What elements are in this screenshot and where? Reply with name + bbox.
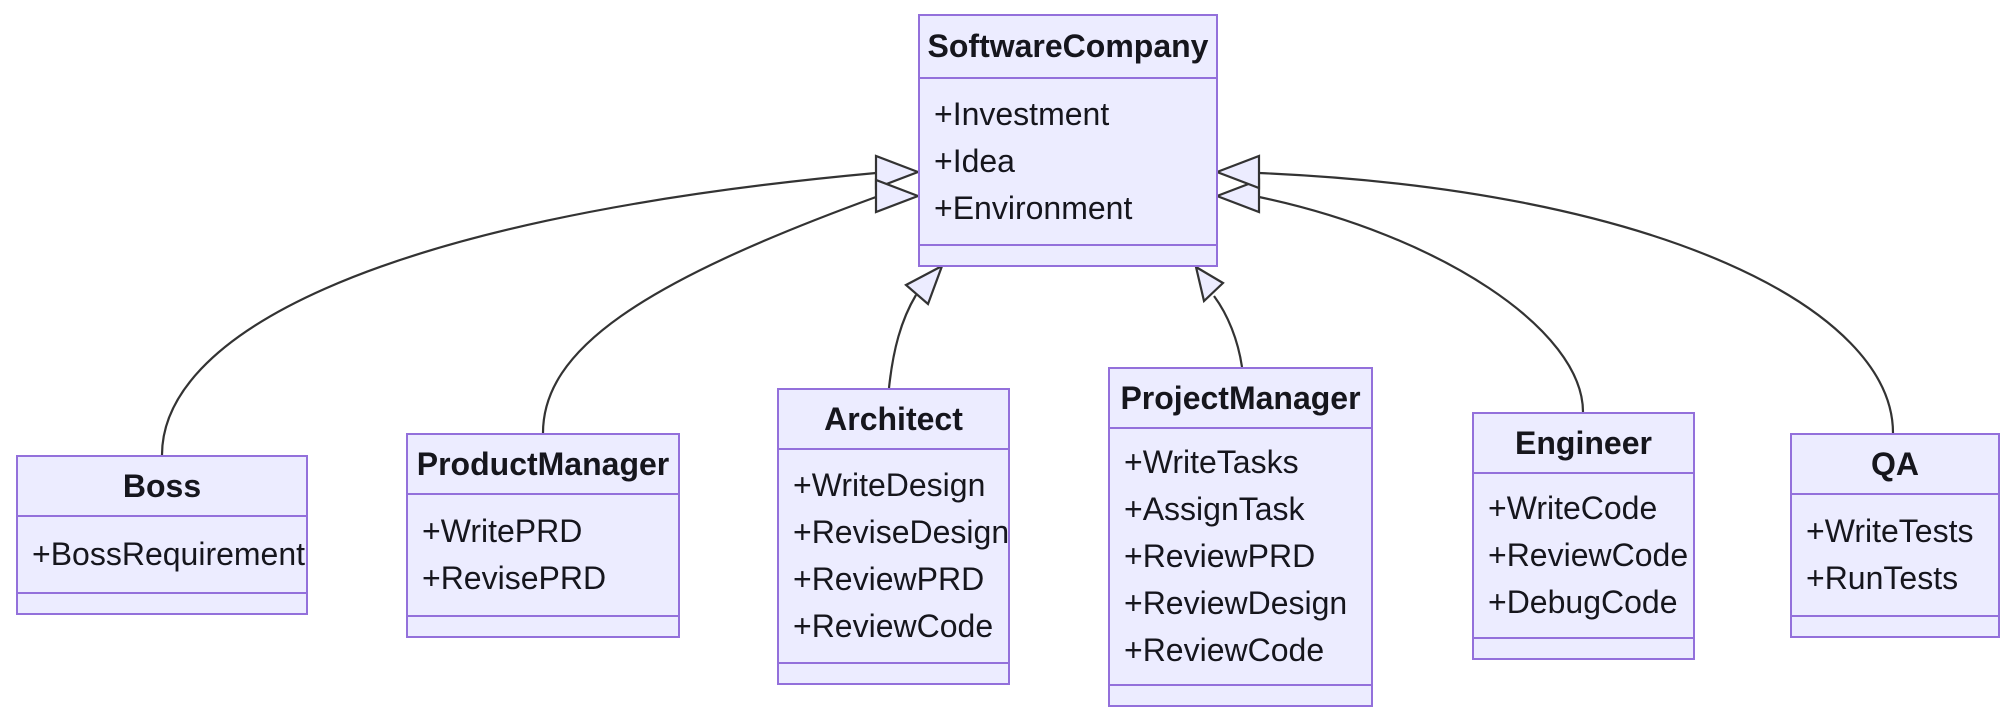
class-member: +ReviewCode	[1488, 537, 1689, 573]
class-box-boss: Boss +BossRequirement	[16, 455, 308, 615]
class-members-projectmanager: +WriteTasks +AssignTask +ReviewPRD +Revi…	[1110, 429, 1371, 684]
class-title-productmanager: ProductManager	[408, 435, 678, 495]
class-methods-empty-architect	[779, 662, 1008, 683]
edge-projectmanager-to-softwarecompany	[1213, 295, 1244, 368]
class-member: +ReviseDesign	[793, 514, 1010, 550]
class-box-softwarecompany: SoftwareCompany +Investment +Idea +Envir…	[918, 14, 1218, 267]
edge-architect-to-softwarecompany	[887, 294, 917, 389]
class-member: +ReviewDesign	[1124, 585, 1348, 621]
class-member: +WriteTasks	[1124, 444, 1299, 480]
class-title-architect: Architect	[779, 390, 1008, 450]
class-box-productmanager: ProductManager +WritePRD +RevisePRD	[406, 433, 680, 638]
inheritance-arrowhead-productmanager	[874, 178, 922, 214]
class-member: +AssignTask	[1124, 491, 1305, 527]
inheritance-arrowhead-engineer	[1213, 178, 1261, 214]
class-member: +RevisePRD	[422, 560, 607, 596]
inheritance-arrowhead-architect	[904, 263, 945, 306]
class-member: +WriteDesign	[793, 467, 986, 503]
class-member: +ReviewCode	[1124, 632, 1325, 668]
class-member: +DebugCode	[1488, 584, 1678, 620]
class-members-architect: +WriteDesign +ReviseDesign +ReviewPRD +R…	[779, 450, 1010, 662]
class-members-productmanager: +WritePRD +RevisePRD	[408, 495, 678, 615]
class-methods-empty-qa	[1792, 615, 1998, 636]
edge-engineer-to-softwarecompany	[1258, 195, 1585, 413]
inheritance-arrowhead-qa	[1213, 154, 1261, 190]
class-methods-empty-softwarecompany	[920, 244, 1216, 265]
class-member: +ReviewPRD	[1124, 538, 1316, 574]
class-title-engineer: Engineer	[1474, 414, 1693, 474]
class-members-engineer: +WriteCode +ReviewCode +DebugCode	[1474, 474, 1693, 637]
class-members-softwarecompany: +Investment +Idea +Environment	[920, 79, 1216, 244]
class-box-qa: QA +WriteTests +RunTests	[1790, 433, 2000, 638]
class-member: +Idea	[934, 143, 1015, 179]
class-methods-empty-productmanager	[408, 615, 678, 636]
edge-boss-to-softwarecompany	[160, 171, 877, 456]
class-member: +RunTests	[1806, 560, 1959, 596]
class-member: +WriteTests	[1806, 513, 1974, 549]
class-members-qa: +WriteTests +RunTests	[1792, 495, 1998, 615]
inheritance-arrowhead-boss	[874, 154, 922, 190]
edge-qa-to-softwarecompany	[1258, 171, 1895, 434]
class-title-boss: Boss	[18, 457, 306, 517]
class-title-softwarecompany: SoftwareCompany	[920, 16, 1216, 79]
edge-productmanager-to-softwarecompany	[541, 195, 877, 434]
class-member: +WriteCode	[1488, 490, 1658, 526]
class-member: +BossRequirement	[32, 536, 306, 572]
class-title-qa: QA	[1792, 435, 1998, 495]
class-methods-empty-engineer	[1474, 637, 1693, 658]
class-methods-empty-projectmanager	[1110, 684, 1371, 705]
class-member: +WritePRD	[422, 513, 583, 549]
class-member: +ReviewCode	[793, 608, 994, 644]
inheritance-arrowhead-projectmanager	[1194, 264, 1225, 304]
class-box-engineer: Engineer +WriteCode +ReviewCode +DebugCo…	[1472, 412, 1695, 660]
class-members-boss: +BossRequirement	[18, 517, 306, 592]
class-member: +Environment	[934, 190, 1133, 226]
class-title-projectmanager: ProjectManager	[1110, 369, 1371, 429]
class-box-architect: Architect +WriteDesign +ReviseDesign +Re…	[777, 388, 1010, 685]
class-member: +ReviewPRD	[793, 561, 985, 597]
class-member: +Investment	[934, 96, 1110, 132]
class-methods-empty-boss	[18, 592, 306, 613]
class-box-projectmanager: ProjectManager +WriteTasks +AssignTask +…	[1108, 367, 1373, 707]
